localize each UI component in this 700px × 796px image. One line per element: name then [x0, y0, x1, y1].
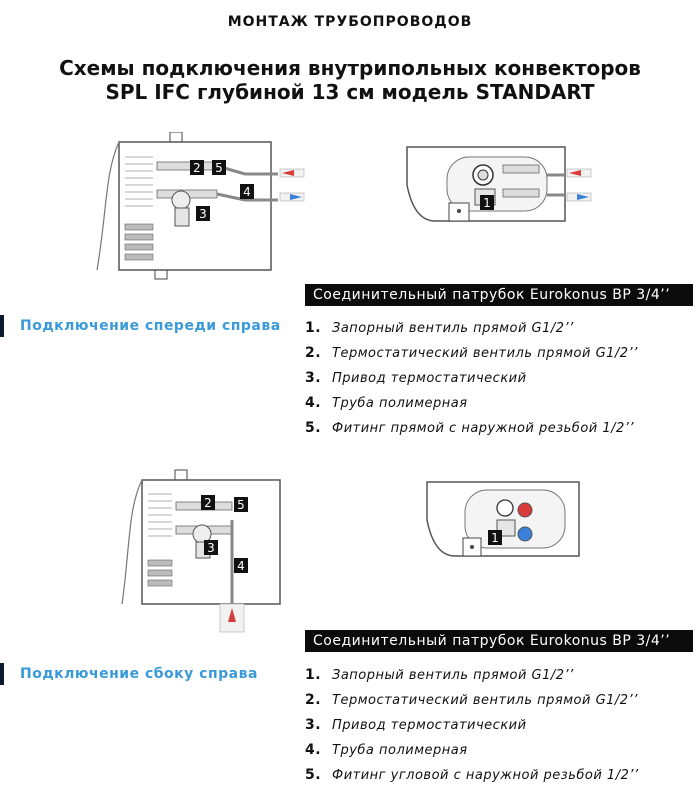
svg-text:4: 4: [243, 185, 251, 199]
flow-arrows: [279, 168, 305, 202]
part-item: 3. Привод термостатический: [305, 366, 638, 391]
part-item: 4. Труба полимерная: [305, 391, 638, 416]
side-right-plan-diagram: [121, 469, 281, 633]
svg-text:3: 3: [199, 207, 207, 221]
parts-list-side-right: 1. Запорный вентиль прямой G1/2’’ 2. Термо…: [305, 663, 639, 788]
marker-5: 5: [234, 497, 248, 516]
svg-text:2: 2: [204, 496, 212, 510]
svg-text:2: 2: [193, 161, 201, 175]
marker-1: 1: [488, 530, 502, 549]
part-item: 4. Труба полимерная: [305, 738, 639, 763]
marker-2: 2: [201, 495, 215, 514]
part-text: Термостатический вентиль прямой G1/2’’: [332, 693, 638, 708]
marker-5: 5: [212, 160, 226, 179]
part-text: Запорный вентиль прямой G1/2’’: [332, 668, 574, 683]
part-text: Труба полимерная: [332, 743, 468, 758]
parts-list-front-right: 1. Запорный вентиль прямой G1/2’’ 2. Термо…: [305, 316, 638, 441]
part-text: Запорный вентиль прямой G1/2’’: [332, 321, 574, 336]
part-item: 1. Запорный вентиль прямой G1/2’’: [305, 316, 638, 341]
part-number: 3.: [305, 370, 322, 386]
part-item: 5. Фитинг прямой с наружной резьбой 1/2’’: [305, 416, 638, 441]
svg-text:4: 4: [237, 559, 245, 573]
part-item: 3. Привод термостатический: [305, 713, 639, 738]
marker-2: 2: [190, 160, 204, 179]
marker-4: 4: [234, 558, 248, 577]
section-marker: [0, 663, 4, 685]
section-label-side-right: Подключение сбоку справа: [20, 666, 258, 682]
connector-caption: Соединительный патрубок Eurokonus BP 3/4…: [305, 630, 693, 652]
marker-1: 1: [480, 195, 494, 214]
side-right-section-diagram: [426, 481, 580, 557]
flow-arrows-section: [566, 168, 592, 202]
page-title: Схемы подключения внутрипольных конвекто…: [0, 56, 700, 104]
marker-4: 4: [240, 184, 254, 203]
part-number: 4.: [305, 742, 322, 758]
front-right-plan-diagram: [96, 132, 278, 280]
front-right-section-diagram: [406, 146, 566, 222]
section-marker: [0, 315, 4, 337]
svg-text:5: 5: [215, 161, 223, 175]
part-number: 2.: [305, 692, 322, 708]
part-number: 1.: [305, 320, 322, 336]
connector-caption: Соединительный патрубок Eurokonus BP 3/4…: [305, 284, 693, 306]
title-line-1: Схемы подключения внутрипольных конвекто…: [59, 56, 641, 80]
part-item: 2. Термостатический вентиль прямой G1/2’’: [305, 341, 638, 366]
part-text: Труба полимерная: [332, 396, 468, 411]
part-text: Привод термостатический: [332, 718, 527, 733]
part-number: 2.: [305, 345, 322, 361]
title-line-2: SPL IFC глубиной 13 см модель STANDART: [105, 80, 595, 104]
part-text: Привод термостатический: [332, 371, 527, 386]
part-number: 1.: [305, 667, 322, 683]
section-label-front-right: Подключение спереди справа: [20, 318, 281, 334]
part-number: 4.: [305, 395, 322, 411]
part-number: 5.: [305, 767, 322, 783]
marker-3: 3: [204, 540, 218, 559]
part-item: 1. Запорный вентиль прямой G1/2’’: [305, 663, 639, 688]
part-text: Фитинг прямой с наружной резьбой 1/2’’: [332, 421, 635, 436]
part-item: 2. Термостатический вентиль прямой G1/2’’: [305, 688, 639, 713]
svg-text:1: 1: [483, 196, 491, 210]
part-number: 5.: [305, 420, 322, 436]
page-header: МОНТАЖ ТРУБОПРОВОДОВ: [227, 14, 473, 30]
part-number: 3.: [305, 717, 322, 733]
svg-text:1: 1: [491, 531, 499, 545]
part-text: Фитинг угловой с наружной резьбой 1/2’’: [332, 768, 639, 783]
part-item: 5. Фитинг угловой с наружной резьбой 1/2’…: [305, 763, 639, 788]
marker-3: 3: [196, 206, 210, 225]
svg-text:3: 3: [207, 541, 215, 555]
svg-text:5: 5: [237, 498, 245, 512]
part-text: Термостатический вентиль прямой G1/2’’: [332, 346, 638, 361]
